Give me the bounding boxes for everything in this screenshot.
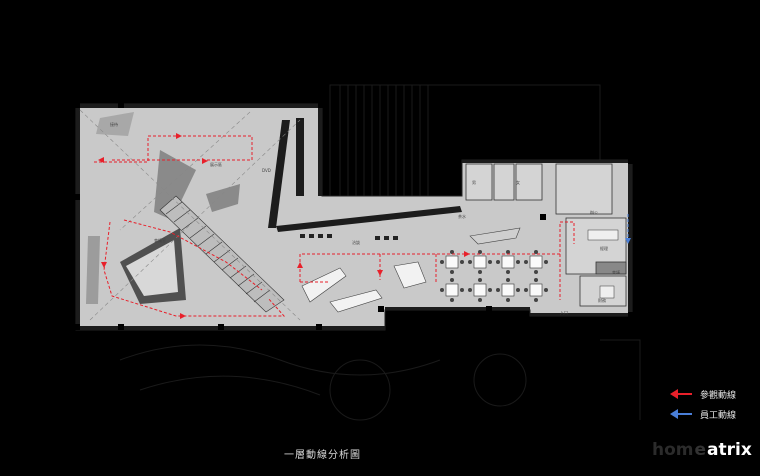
visitor-route-arrows <box>98 133 470 319</box>
legend-visitor: 參觀動線 <box>668 386 758 402</box>
lounge-seating <box>300 234 398 240</box>
cafe-chairs <box>440 250 548 302</box>
furniture <box>301 227 521 313</box>
diagram-caption: 一層動線分析圖 <box>284 450 361 461</box>
legend-staff-label: 員工動線 <box>700 410 737 421</box>
display-panels <box>86 112 240 304</box>
room-label: 入口 <box>560 310 568 315</box>
brand-dim-part: hom <box>652 440 694 460</box>
room-label: 財務 <box>598 297 606 303</box>
room-label: DVD <box>262 168 271 173</box>
legend-visitor-label: 參觀動線 <box>700 390 737 401</box>
staff-route <box>625 214 631 244</box>
columns <box>74 102 634 330</box>
room-label: 會議 <box>612 269 620 275</box>
legend-staff: 員工動線 <box>668 406 758 422</box>
brand-logo: homeatrix <box>652 440 752 460</box>
office-desks <box>587 229 619 299</box>
room-label: 接待 <box>110 121 118 127</box>
room-label: 茶水 <box>458 213 466 219</box>
room-label: 經理 <box>600 245 608 251</box>
room-label: 會議室 <box>154 237 166 243</box>
room-label: 洽談 <box>352 239 360 245</box>
sightlines <box>79 109 301 321</box>
brand-separator: e <box>694 440 707 460</box>
service-rooms <box>465 163 627 307</box>
room-label: 男 <box>472 180 476 185</box>
blue-arrow-icon <box>670 409 692 419</box>
room-label: 女 <box>516 179 520 185</box>
room-label: 辦公 <box>590 209 598 215</box>
cafe-tables <box>445 255 543 297</box>
red-arrow-icon <box>670 389 692 399</box>
room-labels: 接待 展示區 DVD 洽談 會議室 男 女 茶水 辦公 經理 會議 財務 入口 <box>110 121 620 315</box>
room-label: 展示區 <box>210 161 222 167</box>
brand-bright-part: atrix <box>707 440 752 460</box>
